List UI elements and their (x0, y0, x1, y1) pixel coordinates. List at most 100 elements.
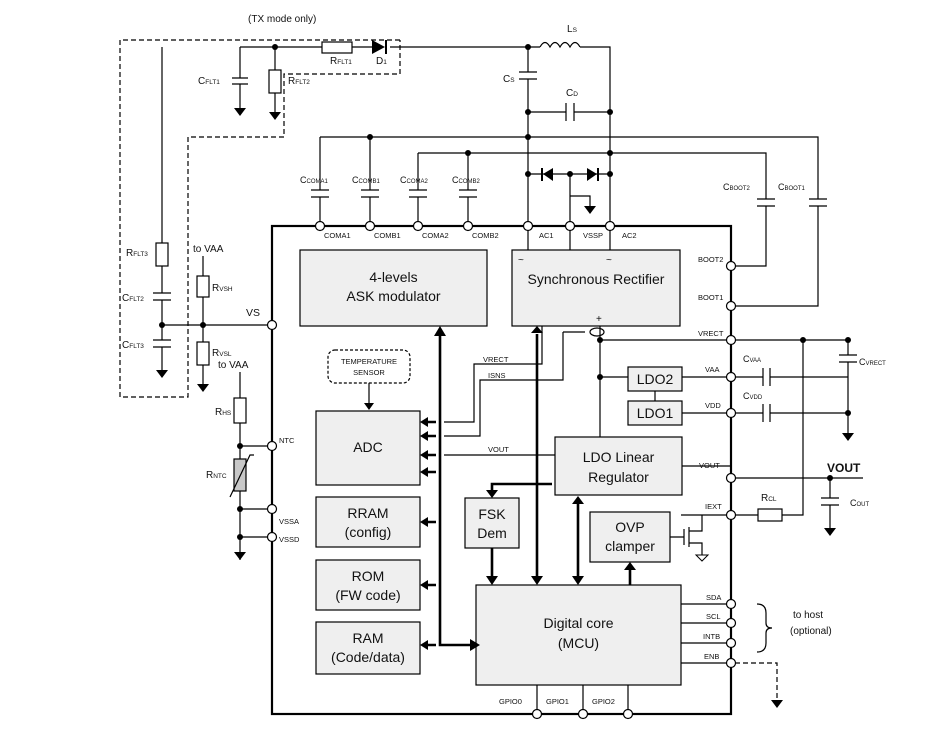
rram-line1: RRAM (347, 505, 388, 521)
rflt2-label: RFLT2 (288, 76, 310, 87)
vssp-pin-label: VSSP (583, 231, 603, 240)
to-vaa-label-2: to VAA (218, 360, 249, 371)
vaa-pin-label: VAA (705, 365, 719, 374)
vdd-pin-label: VDD (705, 401, 721, 410)
ldo1-label: LDO1 (637, 405, 674, 421)
rram-line2: (config) (345, 524, 392, 540)
ac2-pin-label: AC2 (622, 231, 637, 240)
intb-pin-label: INTB (703, 632, 720, 641)
rflt2-resistor (268, 69, 282, 94)
rhs-resistor (233, 397, 247, 424)
rvsl-label: RVSL (212, 348, 232, 359)
synchronous-rectifier-block (511, 249, 681, 327)
ask-modulator-line2: ASK modulator (346, 288, 440, 304)
cboot1-label: CBOOT1 (778, 182, 806, 192)
cout-label: COUT (850, 498, 870, 508)
rcl-resistor (757, 508, 783, 522)
ls-label: LS (567, 24, 578, 35)
vrect-signal-label: VRECT (483, 355, 509, 364)
rhs-label: RHS (215, 407, 232, 418)
rflt1-label: RFLT1 (330, 56, 352, 67)
gpio1-pin-label: GPIO1 (546, 697, 569, 706)
rvsl-resistor (196, 341, 210, 366)
rom-block (315, 559, 421, 611)
fsk-demodulator-block (464, 497, 520, 549)
cflt1-label: CFLT1 (198, 76, 220, 87)
comb2-pin-label: COMB2 (472, 231, 499, 240)
cboot2-label: CBOOT2 (723, 182, 751, 192)
boot1-pin-label: BOOT1 (698, 293, 723, 302)
rvsh-resistor (196, 275, 210, 298)
optional-label: (optional) (790, 626, 832, 637)
ac1-pin-label: AC1 (539, 231, 554, 240)
rflt3-label: RFLT3 (126, 248, 148, 259)
ram-block (315, 621, 421, 675)
cs-label: CS (503, 74, 515, 85)
cvrect-label: CVRECT (859, 357, 886, 367)
ram-line2: (Code/data) (331, 649, 405, 665)
rom-line2: (FW code) (335, 587, 400, 603)
ccomb2-label: CCOMB2 (452, 175, 481, 185)
tx-mode-note: (TX mode only) (248, 14, 316, 25)
cvaa-label: CVAA (743, 354, 761, 364)
synchronous-rectifier-label: Synchronous Rectifier (528, 271, 665, 287)
comb1-pin-label: COMB1 (374, 231, 401, 240)
ccomb1-label: CCOMB1 (352, 175, 381, 185)
digital-core-line2: (MCU) (558, 635, 599, 651)
scl-pin-label: SCL (706, 612, 721, 621)
ovp-line2: clamper (605, 538, 655, 554)
ls-inductor (539, 41, 611, 226)
ldo2-label: LDO2 (637, 371, 674, 387)
isns-signal-label: ISNS (488, 371, 506, 380)
iext-pin-label: IEXT (705, 502, 722, 511)
digital-core-block (475, 584, 682, 686)
ldo-linear-line2: Regulator (588, 469, 649, 485)
ask-modulator-line1: 4-levels (369, 269, 417, 285)
cvdd-label: CVDD (743, 391, 763, 401)
adc-label: ADC (353, 439, 383, 455)
vssd-pin-label: VSSD (279, 535, 300, 544)
vs-pin-label: VS (246, 307, 260, 319)
gpio2-pin-label: GPIO2 (592, 697, 615, 706)
ldo-linear-line1: LDO Linear (583, 449, 655, 465)
temperature-sensor-line1: TEMPERATURE (341, 357, 397, 366)
rntc-label: RNTC (206, 470, 227, 481)
ask-modulator-block (299, 249, 488, 327)
vssa-pin-label: VSSA (279, 517, 299, 526)
rect-plus-label: + (596, 314, 602, 325)
enb-pin-label: ENB (704, 652, 719, 661)
ccoma2-label: CCOMA2 (400, 175, 429, 185)
vout-pin-label: VOUT (699, 461, 720, 470)
coma2-pin-label: COMA2 (422, 231, 449, 240)
rvsh-label: RVSH (212, 283, 233, 294)
fsk-line1: FSK (478, 506, 506, 522)
rcl-label: RCL (761, 493, 777, 504)
fsk-line2: Dem (477, 525, 507, 541)
ldo-linear-regulator-block (554, 436, 683, 496)
gpio0-pin-label: GPIO0 (499, 697, 522, 706)
digital-core-line1: Digital core (543, 615, 613, 631)
rflt3-resistor (155, 242, 169, 267)
tx-mode-dashed-region (119, 39, 401, 398)
cd-label: CD (566, 88, 578, 99)
tilde-ac1: ~ (518, 255, 524, 266)
temperature-sensor-line2: SENSOR (353, 368, 385, 377)
rom-line1: ROM (352, 568, 385, 584)
tilde-ac2: ~ (606, 255, 612, 266)
vrect-pin-label: VRECT (698, 329, 724, 338)
cflt3-label: CFLT3 (122, 340, 144, 351)
rram-block (315, 496, 421, 548)
ccoma1-label: CCOMA1 (300, 175, 329, 185)
coma1-pin-label: COMA1 (324, 231, 351, 240)
vout-net-label: VOUT (827, 461, 861, 475)
ovp-clamper-block (589, 511, 671, 563)
to-vaa-label-1: to VAA (193, 244, 224, 255)
vout-signal-label: VOUT (488, 445, 509, 454)
temperature-sensor-block (327, 349, 411, 384)
ntc-pin-label: NTC (279, 436, 295, 445)
to-host-label: to host (793, 610, 823, 621)
rflt1-resistor (321, 41, 353, 54)
cflt2-label: CFLT2 (122, 293, 144, 304)
